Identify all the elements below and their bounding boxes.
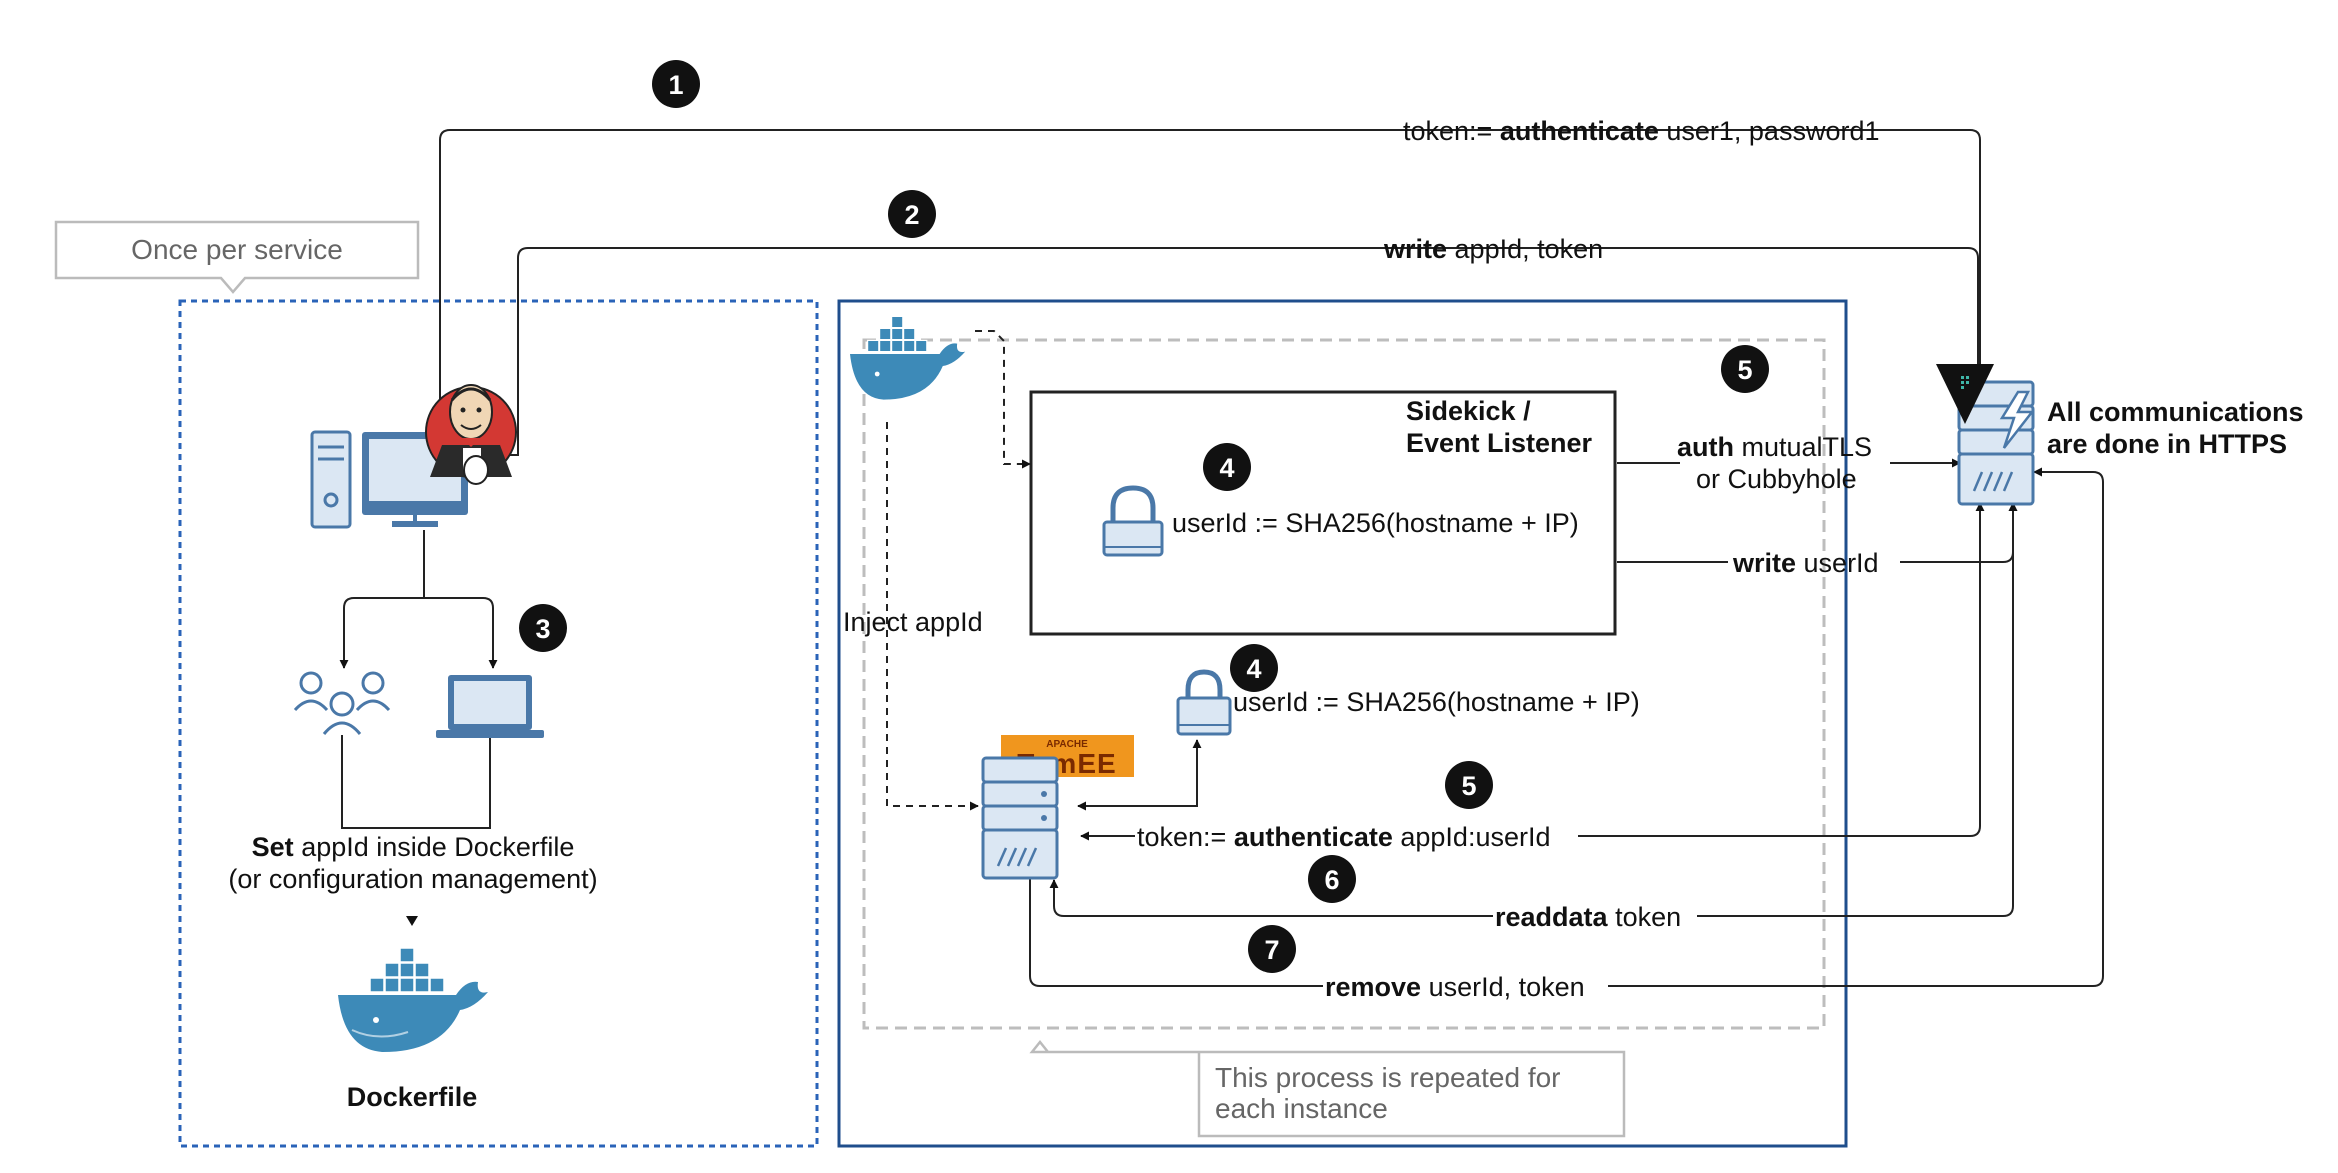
laptop-icon: [436, 675, 544, 738]
lock-icon-sidekick: [1102, 485, 1164, 557]
label-write-appid-bold: write: [1383, 234, 1447, 264]
edge-token-appid: [1578, 502, 1985, 837]
label-remove: remove userId, token: [1325, 972, 1585, 1002]
label-authenticate-user: token:= authenticate user1, password1: [1403, 116, 1880, 146]
edge-docker-to-sidekick: [975, 330, 1031, 469]
step-5b-badge: 5: [1445, 761, 1493, 809]
label-auth-mtls-post: mutualTLS: [1734, 432, 1872, 462]
label-set-appid-post: appId inside Dockerfile: [294, 832, 575, 862]
label-set-appid: Set appId inside Dockerfile: [252, 832, 575, 862]
edge-remove-tail: [1029, 875, 1323, 987]
tomee-server-icon: APACHE TomEE: [981, 735, 1134, 880]
lock-icon-tomee: [1176, 669, 1232, 736]
container-boundary: [837, 299, 1848, 1148]
label-token-appid-bold: authenticate: [1234, 822, 1393, 852]
vault-icon: [1936, 364, 1994, 424]
label-inject-appid: Inject appId: [843, 607, 983, 637]
step-3-badge: 3: [519, 604, 567, 652]
instance-boundary: [862, 338, 1826, 1030]
edge-inject-appid: [886, 422, 979, 811]
edge-authenticate-user: [439, 129, 1985, 419]
label-set-appid-bold: Set: [252, 832, 294, 862]
label-userid-hash-sidekick: userId := SHA256(hostname + IP): [1172, 508, 1579, 538]
edge-remove: [1608, 467, 2104, 987]
step-1-badge: 1: [652, 60, 700, 108]
step-4a-badge: 4: [1203, 443, 1251, 491]
step-2-number: 2: [904, 200, 919, 230]
label-write-userid-post: userId: [1796, 548, 1879, 578]
docker-whale-dockerfile-icon: [338, 947, 488, 1052]
step-6-number: 6: [1324, 865, 1339, 895]
label-readdata: readdata token: [1495, 902, 1681, 932]
step-3-number: 3: [535, 614, 550, 644]
step-7-badge: 7: [1248, 925, 1296, 973]
label-authenticate-user-pre: token:=: [1403, 116, 1500, 146]
label-dockerfile: Dockerfile: [347, 1082, 478, 1112]
label-or-cubbyhole: or Cubbyhole: [1696, 464, 1857, 494]
step-2-badge: 2: [888, 190, 936, 238]
step-5a-number: 5: [1737, 355, 1752, 385]
edge-to-dockerfile: [406, 916, 418, 926]
label-token-appid: token:= authenticate appId:userId: [1137, 822, 1551, 852]
step-4a-number: 4: [1219, 453, 1234, 483]
label-sidekick-line1: Sidekick /: [1406, 396, 1531, 426]
label-https-line2: are done in HTTPS: [2047, 429, 2287, 459]
step-6-badge: 6: [1308, 855, 1356, 903]
edge-readdata: [1697, 502, 2018, 917]
callout-repeated-line1: This process is repeated for: [1215, 1062, 1561, 1093]
label-readdata-bold: readdata: [1495, 902, 1609, 932]
label-authenticate-user-post: user1, password1: [1659, 116, 1880, 146]
label-token-appid-post: appId:userId: [1393, 822, 1551, 852]
service-boundary: [178, 299, 819, 1148]
callout-once-per-service-text: Once per service: [131, 234, 343, 265]
step-4b-number: 4: [1246, 654, 1261, 684]
edge-to-team: [339, 597, 355, 669]
edge-write-appid: [510, 247, 1983, 456]
label-write-userid: write userId: [1732, 548, 1879, 578]
edge-workstation-split: [354, 530, 483, 599]
tomee-small-text: APACHE: [1046, 739, 1088, 750]
label-write-userid-bold: write: [1732, 548, 1796, 578]
label-https-line1: All communications: [2047, 397, 2304, 427]
step-5a-badge: 5: [1721, 345, 1769, 393]
callout-repeated-line2: each instance: [1215, 1093, 1388, 1124]
step-7-number: 7: [1264, 935, 1279, 965]
label-readdata-post: token: [1608, 902, 1682, 932]
label-remove-bold: remove: [1325, 972, 1421, 1002]
callout-once-per-service: Once per service: [54, 220, 420, 294]
sidekick-box: [1029, 390, 1617, 636]
step-4b-badge: 4: [1230, 644, 1278, 692]
label-remove-post: userId, token: [1421, 972, 1585, 1002]
docker-whale-container-icon: [850, 315, 966, 400]
label-write-appid: write appId, token: [1383, 234, 1603, 264]
team-icon: [293, 671, 391, 735]
edge-to-laptop: [482, 597, 498, 669]
label-auth-mtls-bold: auth: [1677, 432, 1734, 462]
label-token-appid-pre: token:=: [1137, 822, 1234, 852]
label-userid-hash-tomee: userId := SHA256(hostname + IP): [1233, 687, 1640, 717]
jenkins-icon: [425, 384, 517, 485]
callout-repeated: This process is repeated for each instan…: [1029, 1039, 1626, 1138]
label-write-appid-post: appId, token: [1447, 234, 1603, 264]
step-1-number: 1: [668, 70, 683, 100]
edge-readdata-head: [1049, 879, 1493, 917]
step-5b-number: 5: [1461, 771, 1476, 801]
label-authenticate-user-bold: authenticate: [1500, 116, 1659, 146]
label-sidekick-line2: Event Listener: [1406, 428, 1593, 458]
edge-tomee-hash: [1077, 739, 1202, 811]
label-auth-mtls: auth mutualTLS: [1677, 432, 1872, 462]
lightning-icon: [1999, 390, 2035, 449]
label-config-mgmt: (or configuration management): [228, 864, 597, 894]
edge-merge: [341, 735, 491, 829]
